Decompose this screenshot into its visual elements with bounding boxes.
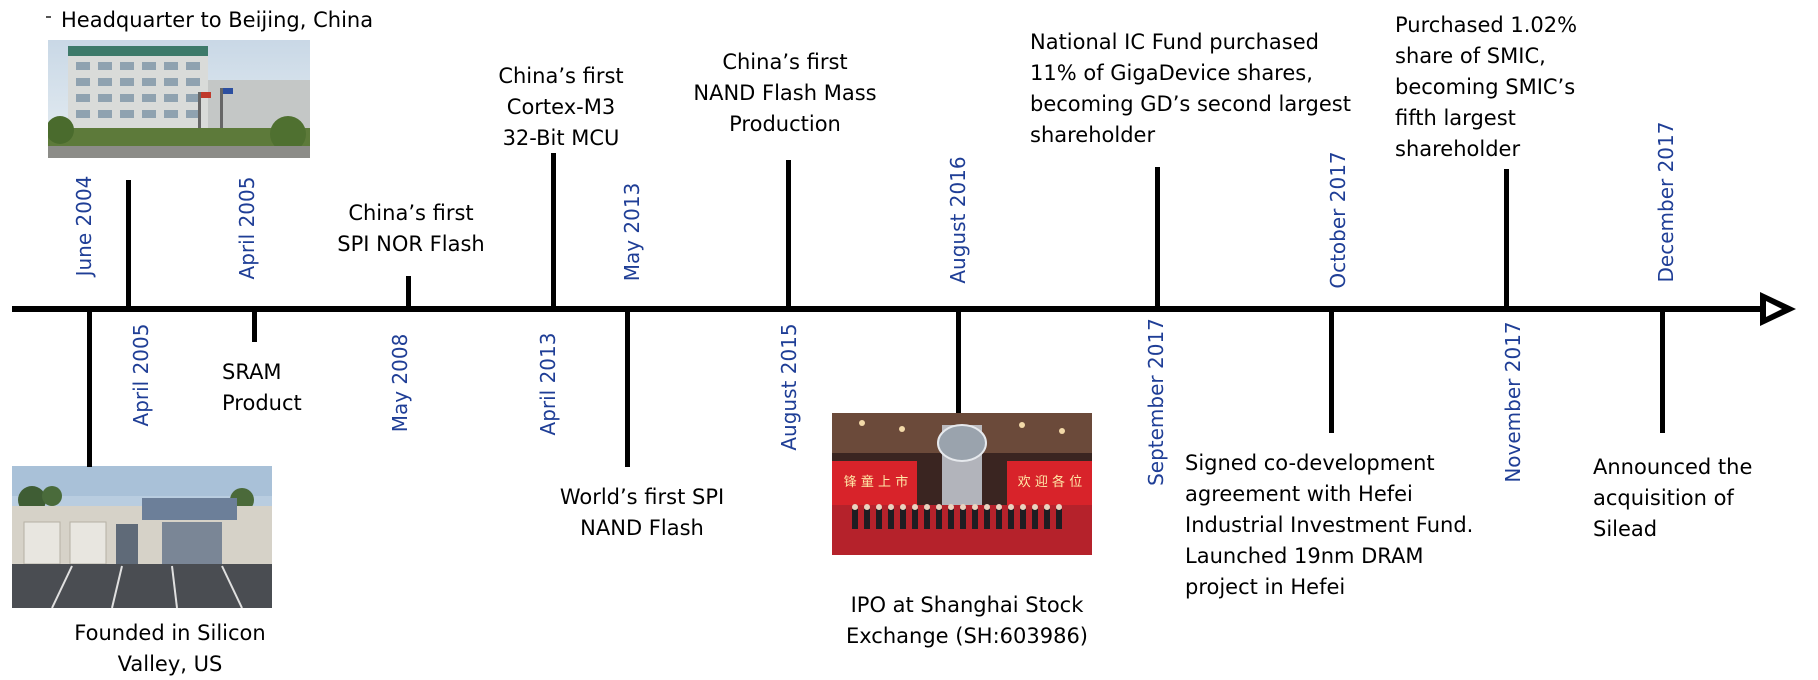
label-line: Production: [729, 112, 841, 136]
ipo-banner-right: 欢 迎 各 位: [1017, 475, 1083, 490]
label-line: agreement with Hefei: [1185, 482, 1413, 506]
label-line: IPO at Shanghai Stock: [850, 593, 1084, 617]
label-cortex-m3-mcu: China’s first Cortex-M3 32-Bit MCU: [466, 61, 656, 154]
label-line: Launched 19nm DRAM: [1185, 544, 1424, 568]
label-spi-nor-flash: China’s first SPI NOR Flash: [311, 198, 511, 260]
date-december-2017: December 2017: [1654, 121, 1678, 283]
tick-april-2005-hq: [126, 180, 131, 310]
timeline-arrowhead-notch: [1766, 301, 1782, 317]
label-line: NAND Flash Mass: [693, 81, 877, 105]
tick-october-2017: [1329, 309, 1334, 433]
label-line: World’s first SPI: [559, 485, 725, 509]
label-line: Industrial Investment Fund.: [1185, 513, 1474, 537]
date-august-2015: August 2015: [777, 323, 801, 451]
photo-beijing-headquarter: [48, 40, 310, 158]
label-line: Founded in Silicon: [74, 621, 266, 645]
tick-september-2017: [1155, 167, 1160, 310]
label-line: Exchange (SH:603986): [845, 624, 1089, 648]
label-spi-nand-flash: World’s first SPI NAND Flash: [532, 482, 752, 544]
tick-august-2016: [956, 309, 961, 413]
label-line: project in Hefei: [1185, 575, 1346, 599]
label-sram-product: SRAM Product: [222, 357, 302, 419]
label-nand-mass-production: China’s first NAND Flash Mass Production: [675, 47, 895, 140]
label-line: Purchased 1.02%: [1395, 13, 1578, 37]
label-hefei-dram: Signed co-development agreement with Hef…: [1185, 448, 1473, 603]
label-line: Headquarter to Beijing, China: [61, 8, 374, 32]
label-line: SRAM: [222, 360, 282, 384]
date-april-2013: April 2013: [536, 332, 560, 436]
label-line: 32-Bit MCU: [502, 126, 620, 150]
date-may-2013: May 2013: [620, 182, 644, 282]
label-line: 11% of GigaDevice shares,: [1030, 61, 1313, 85]
label-line: Signed co-development: [1185, 451, 1435, 475]
tick-august-2015: [786, 160, 791, 310]
label-founded-silicon-valley: Founded in Silicon Valley, US: [52, 618, 288, 680]
date-april-2005-hq: April 2005: [129, 323, 153, 427]
timeline-axis: [12, 306, 1772, 312]
label-national-ic-fund: National IC Fund purchased 11% of GigaDe…: [1030, 27, 1351, 151]
label-line: National IC Fund purchased: [1030, 30, 1319, 54]
label-line: China’s first: [722, 50, 848, 74]
label-line: shareholder: [1030, 123, 1156, 147]
label-line: shareholder: [1395, 137, 1521, 161]
label-line: Cortex-M3: [506, 95, 616, 119]
date-november-2017: November 2017: [1501, 321, 1525, 483]
label-line: China’s first: [498, 64, 624, 88]
label-line: Valley, US: [117, 652, 223, 676]
label-headquarter-beijing: Headquarter to Beijing, China: [61, 5, 373, 36]
label-line: becoming GD’s second largest: [1030, 92, 1351, 116]
tick-december-2017: [1660, 309, 1665, 433]
label-line: Silead: [1593, 517, 1658, 541]
label-line: SPI NOR Flash: [337, 232, 485, 256]
label-line: Announced the: [1593, 455, 1753, 479]
label-line: Product: [222, 391, 302, 415]
tick-may-2013: [625, 309, 630, 467]
date-june-2004: June 2004: [72, 175, 96, 277]
date-august-2016: August 2016: [946, 156, 970, 284]
label-line: acquisition of: [1593, 486, 1734, 510]
label-line: NAND Flash: [580, 516, 704, 540]
date-may-2008: May 2008: [388, 333, 412, 433]
photo-ipo-ceremony: 锋 童 上 市 欢 迎 各 位: [832, 413, 1092, 555]
label-line: China’s first: [348, 201, 474, 225]
label-silead-acquisition: Announced the acquisition of Silead: [1593, 452, 1752, 545]
label-line: becoming SMIC’s: [1395, 75, 1576, 99]
tick-april-2013: [551, 153, 556, 310]
label-smic-shares: Purchased 1.02% share of SMIC, becoming …: [1395, 10, 1577, 165]
label-line: fifth largest: [1395, 106, 1516, 130]
tick-november-2017: [1504, 169, 1509, 310]
photo-silicon-valley-office: [12, 466, 272, 608]
tick-june-2004: [87, 309, 92, 467]
date-september-2017: September 2017: [1144, 318, 1168, 486]
label-ipo-shanghai: IPO at Shanghai Stock Exchange (SH:60398…: [832, 590, 1102, 652]
tick-april-2005-sram: [252, 309, 257, 342]
bullet-marker: [46, 16, 51, 18]
label-line: share of SMIC,: [1395, 44, 1546, 68]
tick-may-2008: [406, 276, 411, 310]
ipo-banner-left: 锋 童 上 市: [843, 475, 909, 490]
date-april-2005-sram: April 2005: [235, 176, 259, 280]
date-october-2017: October 2017: [1326, 151, 1350, 289]
